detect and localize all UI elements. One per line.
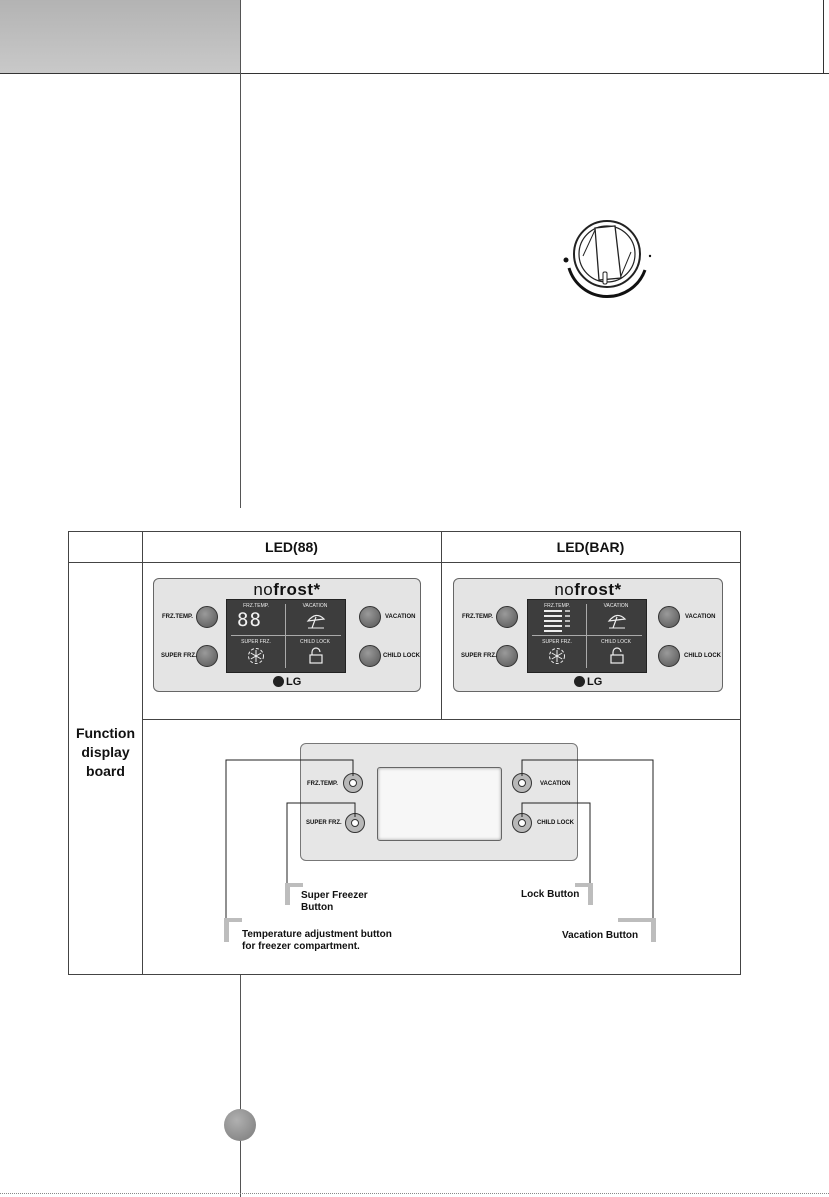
display-super-frz: SUPER FRZ. (241, 639, 271, 645)
callout-bracket-super-freezer-top (285, 883, 303, 887)
callout-bracket-vacation (651, 918, 656, 942)
table-row-rule (142, 719, 740, 720)
super-frz-button[interactable] (496, 645, 518, 667)
row-label-line-3: board (86, 763, 125, 779)
column-header-ledbar: LED(BAR) (556, 539, 625, 555)
row-label-line-1: Function (75, 725, 136, 741)
callout-bracket-super-freezer (285, 883, 290, 905)
header-rule (0, 73, 829, 74)
margin-divider-lower (240, 975, 241, 1197)
callout-lock-button: Lock Button (521, 889, 580, 900)
super-frz-label: SUPER FRZ. (161, 653, 197, 659)
row-label-line-2: display (81, 744, 130, 760)
header-right-edge (823, 0, 824, 74)
vacation-button[interactable] (658, 606, 680, 628)
schematic-vacation-label: VACATION (540, 781, 571, 787)
frz-temp-button[interactable] (496, 606, 518, 628)
child-lock-button[interactable] (359, 645, 381, 667)
frz-temp-label: FRZ.TEMP. (462, 614, 493, 620)
callout-temperature-button: Temperature adjustment button for freeze… (242, 929, 392, 952)
bottom-trim-line (0, 1193, 829, 1194)
panel-brand-logo: nofrost* (554, 580, 622, 599)
super-frz-label: SUPER FRZ. (461, 653, 497, 659)
lock-icon (610, 647, 624, 664)
child-lock-label: CHILD LOCK (383, 653, 420, 659)
column-header-led88: LED(88) (265, 539, 318, 555)
panel-ledbar: nofrost* FRZ.TEMP. SUPER FRZ. VACATION C… (453, 578, 723, 692)
display-screen: FRZ.TEMP. 88 VACATION SUPER FRZ. CHILD L… (226, 599, 346, 673)
frz-temp-button[interactable] (196, 606, 218, 628)
display-digits: 88 (237, 609, 262, 631)
callout-super-freezer-button: Super Freezer Button (301, 890, 368, 913)
umbrella-icon (306, 614, 326, 629)
callout-bracket-lock (588, 883, 593, 905)
schematic-super-frz-label: SUPER FRZ. (306, 820, 342, 826)
vacation-button[interactable] (359, 606, 381, 628)
schematic-child-lock-label: CHILD LOCK (537, 820, 574, 826)
panel-led88: nofrost* FRZ.TEMP. SUPER FRZ. VACATION C… (153, 578, 421, 692)
callout-bracket-temperature-top (224, 918, 242, 922)
schematic-panel (300, 743, 578, 861)
page-number-dot (224, 1109, 256, 1141)
display-super-frz: SUPER FRZ. (542, 639, 572, 645)
child-lock-label: CHILD LOCK (684, 653, 721, 659)
schematic-frz-temp-label: FRZ.TEMP. (307, 781, 338, 787)
frz-temp-label: FRZ.TEMP. (162, 614, 193, 620)
lg-logo: LG (273, 676, 301, 688)
schematic-display-window (377, 767, 502, 841)
temperature-bar-icon (544, 610, 570, 632)
callout-bracket-vacation-top (618, 918, 656, 922)
display-frz-temp: FRZ.TEMP. (243, 603, 269, 609)
panel-brand-logo: nofrost* (253, 580, 321, 599)
table-header-rule (69, 562, 740, 563)
vacation-label: VACATION (385, 614, 416, 620)
vacation-label: VACATION (685, 614, 716, 620)
header-corner-block (0, 0, 241, 74)
temperature-dial-illustration (563, 220, 652, 299)
table-label-column-rule (142, 532, 143, 974)
display-child-lock: CHILD LOCK (600, 639, 631, 645)
schematic-child-lock-button[interactable] (512, 813, 532, 833)
display-vacation: VACATION (603, 603, 629, 609)
super-frz-button[interactable] (196, 645, 218, 667)
callout-bracket-lock-top (575, 883, 593, 887)
function-display-table: LED(88) LED(BAR) Function display board (68, 531, 741, 975)
display-child-lock: CHILD LOCK (299, 639, 330, 645)
lg-logo: LG (574, 676, 602, 688)
snowflake-icon (549, 648, 565, 664)
table-column-rule (441, 532, 442, 719)
callout-bracket-temperature (224, 918, 229, 942)
row-label-function-display-board: Function display board (69, 724, 142, 781)
snowflake-icon (248, 648, 264, 664)
display-frz-temp: FRZ.TEMP. (544, 603, 570, 609)
display-screen: FRZ.TEMP. VACATION SUPER FRZ. CHILD LOCK (527, 599, 647, 673)
child-lock-button[interactable] (658, 645, 680, 667)
schematic-vacation-button[interactable] (512, 773, 532, 793)
display-vacation: VACATION (302, 603, 328, 609)
lock-icon (309, 647, 323, 664)
callout-vacation-button: Vacation Button (562, 930, 639, 941)
umbrella-icon (607, 614, 627, 629)
margin-divider-upper (240, 0, 241, 508)
